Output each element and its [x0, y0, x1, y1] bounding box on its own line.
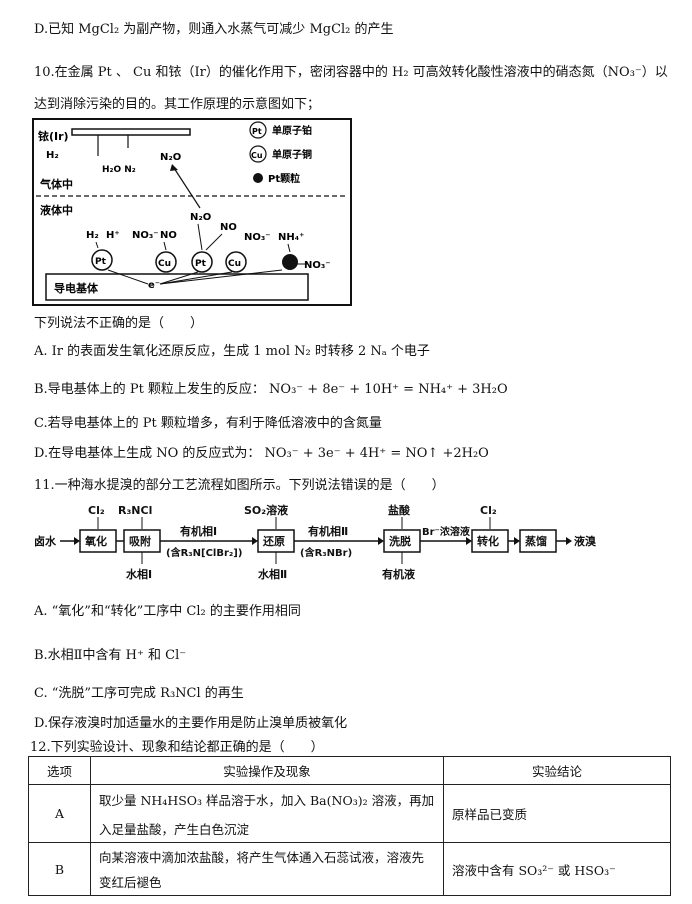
- base-label: 导电基体: [54, 281, 99, 295]
- table-row: B 向某溶液中滴加浓盐酸，将产生气体通入石蕊试液，溶液先 变红后褪色 溶液中含有…: [28, 842, 671, 896]
- svg-text:转化: 转化: [477, 534, 499, 548]
- svg-text:SO₂溶液: SO₂溶液: [244, 503, 289, 517]
- bromine-flow-diagram: 卤水 氧化 Cl₂ 吸附 R₃NCl 水相Ⅰ 有机相Ⅰ (含R₃N[ClBr₂]…: [34, 503, 597, 581]
- row-operation: 向某溶液中滴加浓盐酸，将产生气体通入石蕊试液，溶液先 变红后褪色: [90, 842, 444, 896]
- svg-text:Cu: Cu: [158, 259, 171, 269]
- header-option: 选项: [28, 756, 91, 785]
- row-option: B: [28, 842, 91, 896]
- svg-text:Cl₂: Cl₂: [480, 504, 497, 517]
- experiment-table: 选项 实验操作及现象 实验结论 A 取少量 NH₄HSO₃ 样品溶于水，加入 B…: [28, 756, 671, 896]
- liquid-label: 液体中: [40, 203, 73, 217]
- svg-text:水相Ⅰ: 水相Ⅰ: [126, 567, 152, 581]
- n2o-top-label: N₂O: [160, 152, 181, 163]
- row-conclusion: 溶液中含有 SO₃²⁻ 或 HSO₃⁻: [443, 842, 671, 896]
- svg-text:Pt: Pt: [95, 257, 107, 267]
- svg-text:(含R₃N[ClBr₂]): (含R₃N[ClBr₂]): [166, 546, 242, 559]
- svg-text:NO₃⁻: NO₃⁻: [244, 232, 271, 243]
- ir-label: 铱(Ir): [38, 129, 69, 143]
- header-conclusion: 实验结论: [443, 756, 671, 785]
- svg-text:e⁻: e⁻: [148, 280, 160, 291]
- operation-line: 入足量盐酸，产生白色沉淀: [99, 821, 250, 837]
- svg-text:Cu: Cu: [251, 151, 263, 160]
- svg-text:水相Ⅱ: 水相Ⅱ: [258, 567, 287, 581]
- svg-text:氧化: 氧化: [84, 534, 107, 548]
- q11-option-a: A. “氧化”和“转化”工序中 Cl₂ 的主要作用相同: [34, 604, 301, 619]
- q10-option-a: A. Ir 的表面发生氧化还原反应，生成 1 mol N₂ 时转移 2 Nₐ 个…: [34, 344, 430, 359]
- operation-line: 向某溶液中滴加浓盐酸，将产生气体通入石蕊试液，溶液先: [99, 850, 425, 865]
- legend-particle: Pt颗粒: [268, 172, 300, 185]
- q12-stem: 12.下列实验设计、现象和结论都正确的是（ ）: [30, 740, 324, 755]
- gas-label: 气体中: [39, 177, 73, 191]
- pt-atom-1: [91, 249, 113, 271]
- q11-option-d: D.保存液溴时加适量水的主要作用是防止溴单质被氧化: [34, 716, 348, 731]
- h2-gas-label: H₂: [46, 150, 59, 161]
- catalyst-diagram: 铱(Ir) H₂ H₂O N₂ N₂O Pt 单原子铂 Cu 单原子铜 Pt颗粒…: [32, 118, 352, 306]
- svg-text:NO: NO: [160, 230, 177, 241]
- cu-atom-1: [155, 251, 177, 273]
- svg-text:NO₃⁻: NO₃⁻: [304, 260, 331, 271]
- q10-stem-line1: 10.在金属 Pt 、 Cu 和铱（Ir）的催化作用下，密闭容器中的 H₂ 可高…: [34, 65, 668, 80]
- header-operation: 实验操作及现象: [90, 756, 444, 785]
- cu-legend-icon: [249, 145, 267, 163]
- legend-cu: 单原子铜: [272, 148, 312, 161]
- q9-option-d: D.已知 MgCl₂ 为副产物，则通入水蒸气可减少 MgCl₂ 的产生: [34, 22, 394, 37]
- q10-stem-line2: 达到消除污染的目的。其工作原理的示意图如下；: [34, 97, 321, 112]
- pt-particle: [282, 254, 298, 270]
- svg-text:(含R₃NBr): (含R₃NBr): [300, 546, 352, 559]
- svg-text:有机相Ⅰ: 有机相Ⅰ: [180, 524, 217, 538]
- n2o-mid-label: N₂O: [190, 212, 211, 223]
- row-option: A: [28, 784, 91, 843]
- svg-text:Br⁻浓溶液: Br⁻浓溶液: [422, 525, 470, 538]
- svg-text:有机相Ⅱ: 有机相Ⅱ: [308, 524, 348, 538]
- row-conclusion: 原样品已变质: [443, 784, 671, 843]
- svg-text:Cl₂: Cl₂: [88, 504, 105, 517]
- svg-text:洗脱: 洗脱: [389, 534, 411, 548]
- svg-text:还原: 还原: [262, 534, 285, 548]
- q11-option-c: C. “洗脱”工序可完成 R₃NCl 的再生: [34, 686, 244, 701]
- q10-option-d: D.在导电基体上生成 NO 的反应式为： NO₃⁻ + 3e⁻ + 4H⁺ = …: [34, 446, 489, 461]
- cu-atom-2: [225, 251, 247, 273]
- pt-legend-icon: [249, 121, 267, 139]
- svg-text:Pt: Pt: [195, 259, 207, 269]
- ir-bar: [71, 128, 191, 136]
- q10-option-b: B.导电基体上的 Pt 颗粒上发生的反应： NO₃⁻ + 8e⁻ + 10H⁺ …: [34, 382, 508, 397]
- svg-text:卤水: 卤水: [34, 534, 57, 548]
- operation-line: 变红后褪色: [99, 875, 162, 890]
- no-mid-label: NO: [220, 222, 237, 233]
- svg-text:吸附: 吸附: [129, 534, 151, 548]
- pt-particle-legend-icon: [253, 173, 263, 183]
- q10-ask: 下列说法不正确的是（ ）: [34, 316, 204, 331]
- pt-atom-2: [191, 251, 213, 273]
- svg-text:H⁺: H⁺: [106, 230, 120, 241]
- svg-text:盐酸: 盐酸: [388, 503, 411, 517]
- row-operation: 取少量 NH₄HSO₃ 样品溶于水，加入 Ba(NO₃)₂ 溶液，再加 入足量盐…: [90, 784, 444, 843]
- operation-line: 取少量 NH₄HSO₃ 样品溶于水，加入 Ba(NO₃)₂ 溶液，再加: [99, 792, 435, 808]
- q10-option-c: C.若导电基体上的 Pt 颗粒增多，有利于降低溶液中的含氮量: [34, 416, 382, 431]
- svg-text:有机液: 有机液: [382, 567, 416, 581]
- svg-text:Pt: Pt: [252, 127, 262, 136]
- svg-text:液溴: 液溴: [574, 534, 597, 548]
- table-header-row: 选项 实验操作及现象 实验结论: [28, 756, 671, 785]
- legend-pt: 单原子铂: [272, 124, 312, 137]
- q11-stem: 11.一种海水提溴的部分工艺流程如图所示。下列说法错误的是（ ）: [34, 478, 445, 493]
- svg-text:蒸馏: 蒸馏: [525, 534, 547, 548]
- q11-option-b: B.水相Ⅱ中含有 H⁺ 和 Cl⁻: [34, 648, 187, 663]
- table-row: A 取少量 NH₄HSO₃ 样品溶于水，加入 Ba(NO₃)₂ 溶液，再加 入足…: [28, 784, 671, 843]
- svg-text:Cu: Cu: [228, 259, 241, 269]
- svg-text:R₃NCl: R₃NCl: [118, 504, 152, 517]
- svg-text:NO₃⁻: NO₃⁻: [132, 230, 159, 241]
- h2o-n2-label: H₂O N₂: [102, 165, 136, 175]
- svg-text:H₂: H₂: [86, 230, 99, 241]
- svg-text:NH₄⁺: NH₄⁺: [278, 232, 304, 243]
